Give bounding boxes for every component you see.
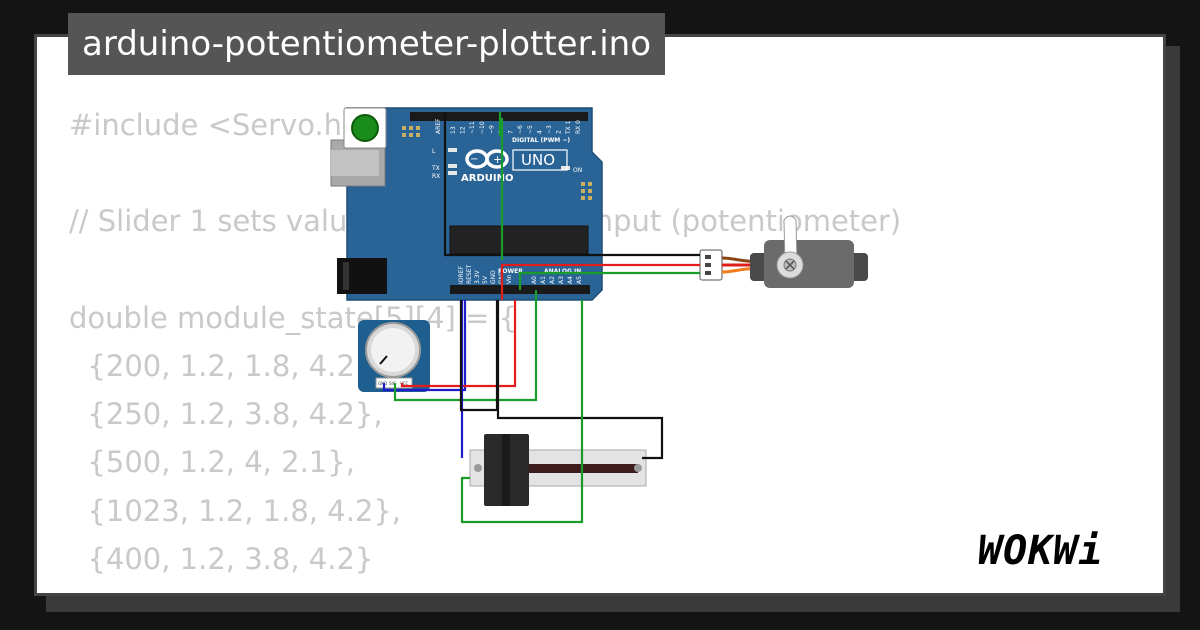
- on-label: ON: [573, 167, 582, 174]
- pin-label: A2: [549, 276, 556, 284]
- aref-label: AREF: [435, 118, 442, 134]
- pin-label: A5: [576, 276, 583, 284]
- slider-pin-right: [634, 464, 642, 472]
- wire-pot-gnd: [382, 300, 467, 392]
- pin-label: ~10: [479, 121, 486, 134]
- code-line: };: [69, 583, 1133, 593]
- reset-button[interactable]: [351, 114, 379, 142]
- preview-card[interactable]: #include <Servo.h> // Slider 1 sets valu…: [34, 34, 1166, 596]
- pin-label: ~9: [488, 125, 495, 134]
- analog-label: ANALOG IN: [544, 268, 581, 275]
- pin-label: ~5: [527, 125, 534, 134]
- pin-label: 4: [536, 130, 543, 134]
- rx-label: RX: [432, 173, 440, 180]
- svg-text:+: +: [493, 153, 502, 166]
- pin-label: 5V: [482, 275, 489, 284]
- pin-label: 2: [556, 130, 563, 134]
- slide-potentiometer[interactable]: [469, 434, 647, 506]
- wire-servo-gnd: [443, 112, 700, 257]
- led-on: [561, 166, 570, 170]
- digital-label: DIGITAL (PWM ~): [512, 137, 570, 144]
- code-line: {400, 1.2, 3.8, 4.2}: [69, 541, 374, 576]
- pin-label: Vin: [506, 274, 513, 284]
- code-preview: #include <Servo.h> // Slider 1 sets valu…: [69, 101, 1133, 593]
- pin-label: TX 1: [565, 120, 572, 135]
- l-label: L: [432, 148, 436, 155]
- code-line: {1023, 1.2, 1.8, 4.2},: [69, 493, 402, 528]
- arduino-uno-board[interactable]: − + ARDUINO UNO DIGITAL (PWM ~) ON L TX …: [330, 107, 603, 301]
- servo-motor[interactable]: [699, 215, 868, 288]
- pin-label: 13: [450, 126, 457, 134]
- svg-text:−: −: [470, 154, 478, 165]
- pin-label: ~6: [517, 125, 524, 134]
- code-line: {250, 1.2, 3.8, 4.2},: [69, 397, 383, 432]
- wire-slider-signal: [460, 300, 584, 524]
- pin-label: A1: [540, 276, 547, 284]
- slider-pin-left: [474, 464, 482, 472]
- board-model-label: UNO: [521, 151, 555, 169]
- wokwi-logo[interactable]: WOKWi: [978, 528, 1104, 574]
- pin-label: RX 0: [575, 120, 582, 134]
- wires: [382, 112, 700, 524]
- code-line: {500, 1.2, 4, 2.1},: [69, 445, 355, 480]
- pin-label: A0: [531, 276, 538, 284]
- pin-label: IOREF: [458, 266, 465, 284]
- pin-label: RESET: [466, 264, 473, 284]
- tx-label: TX: [431, 165, 440, 172]
- pin-label: GND: [490, 270, 497, 284]
- wire-slider-vcc: [496, 300, 664, 460]
- pin-label: ~3: [546, 125, 553, 134]
- pin-label: A3: [558, 276, 565, 284]
- wire-pot-signal: [393, 290, 538, 402]
- wire-servo-signal: [498, 112, 700, 290]
- wire-servo-5v: [500, 263, 700, 300]
- atmega-chip: [449, 225, 589, 255]
- pot-pin-label: SIG: [389, 381, 396, 386]
- led-rx: [448, 171, 457, 175]
- led-tx: [448, 164, 457, 168]
- pin-label: A4: [567, 276, 574, 284]
- power-label: POWER: [498, 268, 523, 275]
- potentiometer-knob[interactable]: [371, 328, 415, 372]
- wire-pot-vcc: [400, 300, 517, 388]
- pin-label: 7: [508, 130, 515, 134]
- code-line: #include <Servo.h>: [69, 108, 367, 142]
- board-brand-label: ARDUINO: [461, 173, 513, 184]
- arduino-logo-icon: [465, 149, 509, 169]
- pin-label: 12: [460, 126, 467, 134]
- project-title: arduino-potentiometer-plotter.ino: [68, 13, 666, 75]
- pin-label: 3.3V: [474, 269, 481, 284]
- pot-pin-label: GND: [378, 381, 387, 386]
- pin-label: ~11: [469, 121, 476, 134]
- pot-pin-label: VCC: [400, 381, 409, 386]
- led-l: [448, 148, 457, 152]
